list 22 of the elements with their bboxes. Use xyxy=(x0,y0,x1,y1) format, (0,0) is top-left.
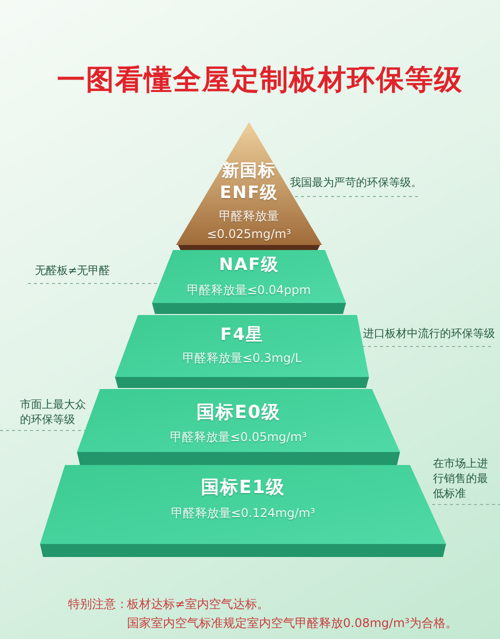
side-note: 在市场上进行销售的最低标准 xyxy=(433,456,489,501)
title: 一图看懂全屋定制板材环保等级 xyxy=(57,62,463,98)
tier-title: F4星 xyxy=(220,324,264,346)
footnote: 国家室内空气标准规定室内空气甲醛释放0.08mg/m³为合格。 xyxy=(127,615,458,631)
emission-limit: 甲醛释放量≤0.124mg/m³ xyxy=(170,505,316,521)
side-note: 市面上最大众的环保等级 xyxy=(20,397,87,427)
emission-limit: 甲醛释放量≤0.3mg/L xyxy=(182,350,302,366)
pyramid-tier xyxy=(75,388,402,466)
tier-title: 国标E0级 xyxy=(196,400,280,424)
side-note: 无醛板≠无甲醛 xyxy=(35,263,110,278)
footnote: 板材达标≠室内空气达标。 xyxy=(127,596,270,612)
emission-limit: 甲醛释放量≤0.025mg/m³ xyxy=(206,208,292,243)
tier-title: 国标E1级 xyxy=(201,476,285,498)
tier-title: NAF级 xyxy=(219,254,279,276)
emission-limit: 甲醛释放量≤0.05mg/m³ xyxy=(170,429,307,445)
pyramid-top xyxy=(174,120,324,252)
side-note: 进口板材中流行的环保等级 xyxy=(363,326,495,341)
tier-title: 新国标ENF级 xyxy=(218,160,280,204)
side-note: 我国最为严苛的环保等级。 xyxy=(290,175,422,190)
note-label: 特别注意： xyxy=(68,596,128,612)
pyramid-tier xyxy=(150,249,348,315)
emission-limit: 甲醛释放量≤0.04ppm xyxy=(187,282,311,298)
